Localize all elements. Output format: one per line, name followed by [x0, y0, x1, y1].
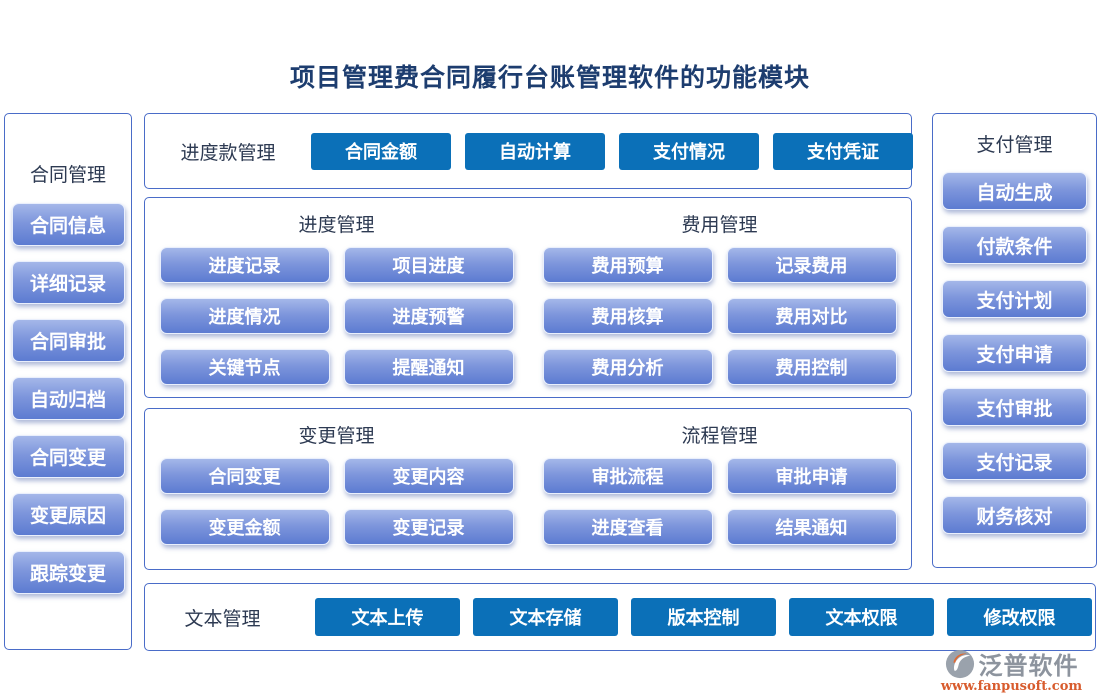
- change-management-group: 变更管理 合同变更 变更内容 变更金额 变更记录: [145, 409, 528, 569]
- cost-accounting-button[interactable]: 费用核算: [542, 298, 713, 334]
- page-title: 项目管理费合同履行台账管理软件的功能模块: [289, 63, 810, 92]
- text-permission-button[interactable]: 文本权限: [789, 598, 934, 636]
- payment-management-panel: 支付管理 自动生成 付款条件 支付计划 支付申请 支付审批 支付记录 财务核对: [932, 113, 1097, 568]
- key-node-button[interactable]: 关键节点: [159, 349, 330, 385]
- contract-change-button[interactable]: 合同变更: [11, 435, 125, 478]
- contract-change-module-button[interactable]: 合同变更: [159, 458, 330, 494]
- approval-apply-button[interactable]: 审批申请: [726, 458, 897, 494]
- auto-calculate-button[interactable]: 自动计算: [465, 132, 605, 170]
- project-progress-button[interactable]: 项目进度: [343, 247, 514, 283]
- progress-payment-label: 进度款管理: [180, 141, 276, 164]
- track-change-button[interactable]: 跟踪变更: [11, 551, 125, 594]
- contract-management-header: 合同管理: [29, 164, 106, 186]
- progress-record-button[interactable]: 进度记录: [159, 247, 330, 283]
- text-management-panel: 文本管理 文本上传 文本存储 版本控制 文本权限 修改权限: [144, 583, 1096, 651]
- payment-record-button[interactable]: 支付记录: [942, 442, 1087, 480]
- progress-status-button[interactable]: 进度情况: [159, 298, 330, 334]
- progress-warning-button[interactable]: 进度预警: [343, 298, 514, 334]
- change-flow-panel: 变更管理 合同变更 变更内容 变更金额 变更记录 流程管理 审批流程 审批申请 …: [144, 408, 912, 570]
- brand-footer: 泛普软件 www.fanpusoft.com: [929, 646, 1094, 694]
- cost-analysis-button[interactable]: 费用分析: [542, 349, 713, 385]
- flow-management-header: 流程管理: [681, 425, 758, 447]
- version-control-button[interactable]: 版本控制: [631, 598, 776, 636]
- brand-url-link[interactable]: www.fanpusoft.com: [940, 679, 1083, 694]
- progress-payment-panel: 进度款管理 合同金额 自动计算 支付情况 支付凭证: [144, 113, 913, 189]
- change-record-button[interactable]: 变更记录: [343, 509, 514, 545]
- reminder-notice-button[interactable]: 提醒通知: [343, 349, 514, 385]
- approval-flow-button[interactable]: 审批流程: [542, 458, 713, 494]
- change-amount-button[interactable]: 变更金额: [159, 509, 330, 545]
- contract-info-button[interactable]: 合同信息: [11, 203, 125, 246]
- payment-plan-button[interactable]: 支付计划: [942, 280, 1087, 318]
- cost-compare-button[interactable]: 费用对比: [726, 298, 897, 334]
- change-content-button[interactable]: 变更内容: [343, 458, 514, 494]
- result-notice-button[interactable]: 结果通知: [726, 509, 897, 545]
- change-reason-button[interactable]: 变更原因: [11, 493, 125, 536]
- payment-status-button[interactable]: 支付情况: [619, 132, 759, 170]
- cost-management-group: 费用管理 费用预算 记录费用 费用核算 费用对比 费用分析 费用控制: [528, 198, 911, 397]
- auto-generate-button[interactable]: 自动生成: [942, 172, 1087, 210]
- text-management-label: 文本管理: [184, 607, 261, 630]
- contract-approval-button[interactable]: 合同审批: [11, 319, 125, 362]
- text-upload-button[interactable]: 文本上传: [315, 598, 460, 636]
- text-storage-button[interactable]: 文本存储: [473, 598, 618, 636]
- brand-name: 泛普软件: [978, 651, 1079, 680]
- detail-record-button[interactable]: 详细记录: [11, 261, 125, 304]
- change-management-header: 变更管理: [298, 425, 375, 447]
- modify-permission-button[interactable]: 修改权限: [947, 598, 1092, 636]
- payment-management-header: 支付管理: [976, 134, 1053, 156]
- finance-check-button[interactable]: 财务核对: [942, 496, 1087, 534]
- cost-budget-button[interactable]: 费用预算: [542, 247, 713, 283]
- cost-management-header: 费用管理: [681, 214, 758, 236]
- progress-view-button[interactable]: 进度查看: [542, 509, 713, 545]
- contract-amount-button[interactable]: 合同金额: [311, 132, 451, 170]
- cost-control-button[interactable]: 费用控制: [726, 349, 897, 385]
- payment-terms-button[interactable]: 付款条件: [942, 226, 1087, 264]
- flow-management-group: 流程管理 审批流程 审批申请 进度查看 结果通知: [528, 409, 911, 569]
- record-cost-button[interactable]: 记录费用: [726, 247, 897, 283]
- progress-cost-panel: 进度管理 进度记录 项目进度 进度情况 进度预警 关键节点 提醒通知 费用管理 …: [144, 197, 912, 398]
- progress-management-header: 进度管理: [298, 214, 375, 236]
- payment-apply-button[interactable]: 支付申请: [942, 334, 1087, 372]
- auto-archive-button[interactable]: 自动归档: [11, 377, 125, 420]
- progress-management-group: 进度管理 进度记录 项目进度 进度情况 进度预警 关键节点 提醒通知: [145, 198, 528, 397]
- payment-voucher-button[interactable]: 支付凭证: [773, 132, 913, 170]
- payment-approval-button[interactable]: 支付审批: [942, 388, 1087, 426]
- contract-management-panel: 合同管理 合同信息 详细记录 合同审批 自动归档 合同变更 变更原因 跟踪变更: [4, 113, 132, 650]
- fanpu-logo-icon: [945, 649, 975, 679]
